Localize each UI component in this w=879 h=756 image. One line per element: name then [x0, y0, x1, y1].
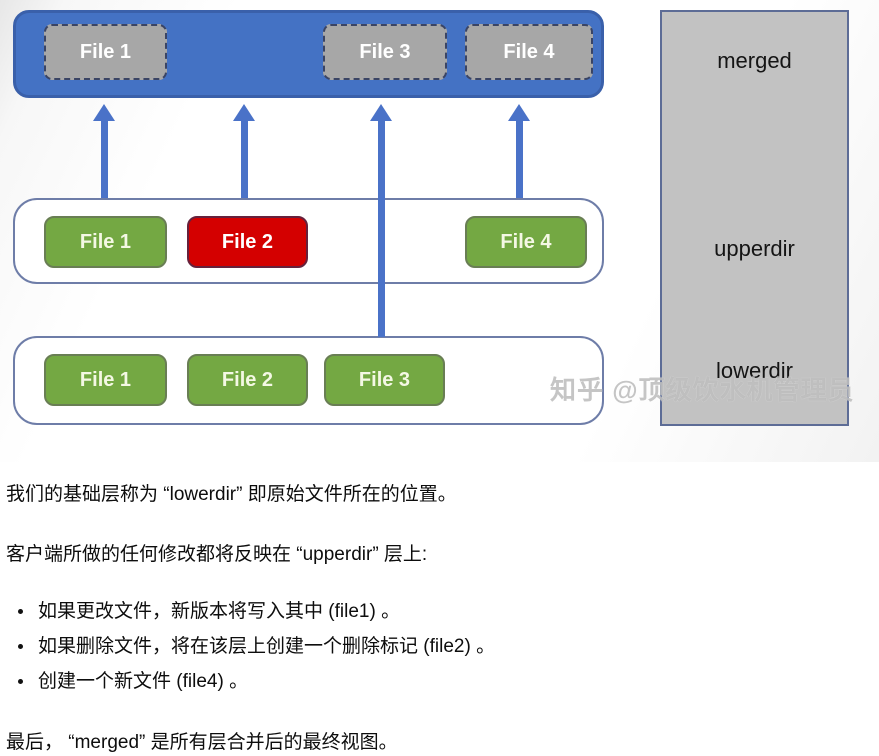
upperdir-file-2-deleted: File 2: [187, 216, 308, 268]
legend-upperdir-label: upperdir: [714, 236, 795, 261]
upperdir-file-2-label: File 2: [221, 230, 274, 253]
bullet-list: 如果更改文件，新版本将写入其中 (file1) 。 如果删除文件，将在该层上创建…: [6, 600, 495, 705]
legend-merged-label: merged: [717, 48, 792, 73]
arrow-up-file1-icon: [93, 104, 115, 198]
list-item: 如果更改文件，新版本将写入其中 (file1) 。: [6, 600, 495, 623]
upperdir-file-1-label: File 1: [79, 230, 132, 253]
merged-file-3: File 3: [323, 24, 447, 80]
paragraph-lowerdir: 我们的基础层称为 “lowerdir” 即原始文件所在的位置。: [6, 484, 457, 505]
layer-legend-panel: merged upperdir lowerdir: [660, 10, 849, 426]
lowerdir-layer-box: File 1 File 2 File 3: [13, 336, 604, 425]
lowerdir-file-3: File 3: [324, 354, 445, 406]
arrow-up-file3-icon: [370, 104, 392, 337]
upperdir-file-4-label: File 4: [500, 230, 552, 253]
zhihu-watermark: 知乎 @顶级饮水机管理员: [550, 375, 855, 405]
merged-file-1: File 1: [44, 24, 167, 80]
merged-file-4-label: File 4: [503, 40, 555, 63]
upperdir-file-1: File 1: [44, 216, 167, 268]
lowerdir-file-1-label: File 1: [79, 368, 132, 391]
lowerdir-file-3-label: File 3: [358, 368, 411, 391]
upperdir-file-4: File 4: [465, 216, 587, 268]
arrow-up-file4-icon: [508, 104, 530, 198]
list-item: 如果删除文件，将在该层上创建一个删除标记 (file2) 。: [6, 635, 495, 658]
list-item: 创建一个新文件 (file4) 。: [6, 670, 495, 693]
arrow-up-file2-icon: [233, 104, 255, 198]
paragraph-upperdir: 客户端所做的任何修改都将反映在 “upperdir” 层上:: [6, 544, 428, 565]
lowerdir-file-1: File 1: [44, 354, 167, 406]
merged-file-4: File 4: [465, 24, 593, 80]
merged-file-1-label: File 1: [79, 40, 132, 63]
merged-layer-bar: File 1 File 3 File 4: [13, 10, 604, 98]
merged-file-3-label: File 3: [359, 40, 411, 63]
upperdir-layer-box: File 1 File 2 File 4: [13, 198, 604, 284]
legend-lowerdir-label: lowerdir: [715, 358, 794, 383]
lowerdir-file-2: File 2: [187, 354, 308, 406]
paragraph-merged: 最后， “merged” 是所有层合并后的最终视图。: [6, 732, 398, 753]
lowerdir-file-2-label: File 2: [221, 368, 274, 391]
